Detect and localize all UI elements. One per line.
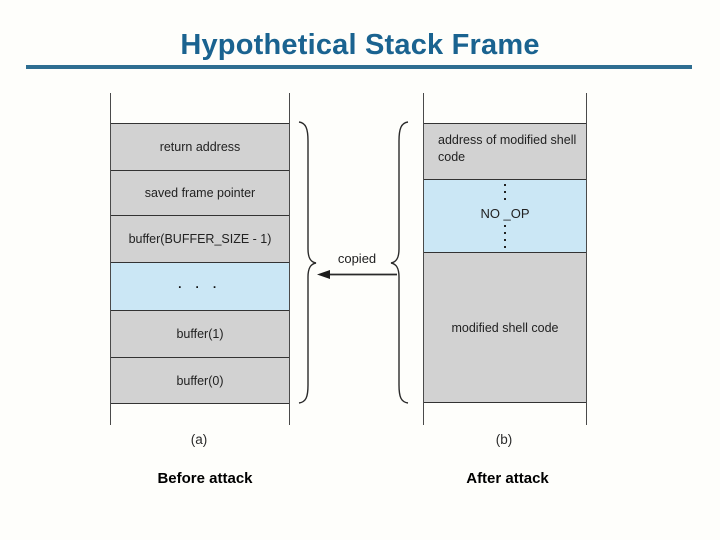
cell-buffer-size-minus-1: buffer(BUFFER_SIZE - 1) — [111, 215, 289, 262]
copied-arrow-head — [317, 270, 330, 279]
copied-label: copied — [337, 251, 377, 266]
vertical-dots-bottom — [504, 225, 506, 251]
before-attack-label: Before attack — [157, 470, 253, 487]
cell-label: buffer(0) — [176, 373, 224, 388]
cell-label: buffer(BUFFER_SIZE - 1) — [128, 232, 272, 246]
cell-label: modified shell code — [451, 320, 559, 335]
cell-modified-shell-code: modified shell code — [424, 252, 586, 402]
stack-bottom-filler — [424, 402, 586, 425]
cell-buffer-0: buffer(0) — [111, 357, 289, 403]
stack-bottom-filler — [111, 403, 289, 425]
stack-after-attack: address of modified shell code NO _OP mo… — [423, 93, 587, 425]
cell-label: buffer(1) — [176, 327, 224, 341]
cell-buffer-ellipsis: · · · — [111, 262, 289, 310]
cell-saved-frame-pointer: saved frame pointer — [111, 170, 289, 215]
right-curly-brace-left-stack — [298, 121, 317, 404]
caption-a: (a) — [190, 432, 208, 447]
cell-return-address: return address — [111, 123, 289, 170]
stack-before-attack: return address saved frame pointer buffe… — [110, 93, 290, 425]
vertical-dots-top — [504, 184, 506, 205]
cell-label: saved frame pointer — [144, 186, 256, 200]
cell-label: NO _OP — [480, 206, 530, 221]
cell-address-of-shell-code: address of modified shell code — [424, 123, 586, 179]
title-underline — [26, 65, 692, 69]
after-attack-label: After attack — [466, 470, 549, 487]
page-title: Hypothetical Stack Frame — [180, 29, 540, 61]
cell-no-op-sled: NO _OP — [424, 179, 586, 252]
cell-buffer-1: buffer(1) — [111, 310, 289, 357]
cell-label: return address — [159, 140, 241, 154]
caption-b: (b) — [495, 432, 513, 447]
cell-label: address of modified shell code — [438, 133, 577, 164]
horizontal-dots: · · · — [178, 279, 222, 294]
